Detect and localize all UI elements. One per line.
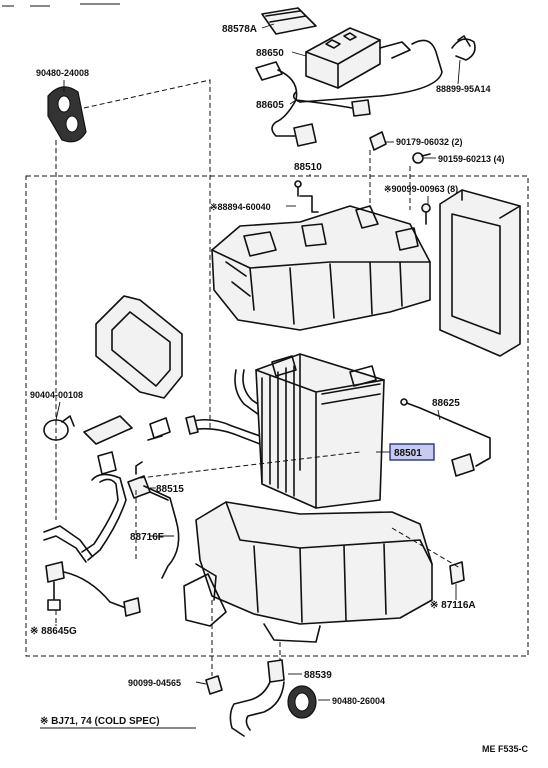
hose-88716f[interactable] (43, 473, 180, 579)
expansion-valve-88515[interactable] (127, 461, 177, 521)
filter-88578a[interactable] (261, 7, 317, 35)
label-88510[interactable]: 88510 (294, 162, 322, 173)
label-88625[interactable]: 88625 (432, 398, 460, 409)
clip-87116a[interactable] (449, 561, 465, 585)
clip-small-left[interactable] (97, 451, 117, 475)
grommet-90480-24008[interactable] (47, 86, 87, 143)
assembly-frame (25, 175, 529, 657)
wire-harness-88605[interactable] (255, 61, 371, 147)
dashed-leaders (55, 79, 461, 676)
label-88899-95a14[interactable]: 88899-95A14 (436, 84, 491, 94)
label-90159-60213[interactable]: 90159-60213 (4) (438, 154, 505, 164)
label-90480-24008[interactable]: 90480-24008 (36, 68, 89, 78)
screw-90159-60213[interactable] (412, 152, 431, 164)
bolt-90099-00963[interactable] (421, 203, 431, 225)
lower-case[interactable] (183, 501, 433, 643)
label-88501[interactable]: 88501 (394, 448, 422, 459)
upper-case-88510[interactable] (211, 205, 431, 331)
drain-hose-88539[interactable] (229, 659, 285, 737)
label-87116a[interactable]: ※ 87116A (430, 600, 476, 611)
clamp-90404-00108[interactable] (43, 415, 75, 441)
cold-spec-note: ※ BJ71, 74 (COLD SPEC) (40, 716, 160, 727)
label-88650[interactable]: 88650 (256, 48, 284, 59)
label-90099-04565[interactable]: 90099-04565 (128, 678, 181, 688)
top-edge-mark (2, 3, 120, 7)
bracket-88894-60040[interactable] (294, 180, 319, 213)
screw-90179-06032[interactable] (369, 131, 387, 151)
label-90179-06032[interactable]: 90179-06032 (2) (396, 137, 463, 147)
label-88515[interactable]: 88515 (156, 484, 184, 495)
grommet-90480-26004[interactable] (287, 685, 317, 719)
figure-code: ME F535-C (482, 744, 529, 754)
evaporator-core-88501[interactable] (255, 353, 385, 509)
label-90480-26004[interactable]: 90480-26004 (332, 696, 385, 706)
solid-leaders (55, 23, 461, 701)
label-88716f[interactable]: 88716F (130, 532, 164, 543)
label-90099-00963[interactable]: ※90099-00963 (8) (384, 184, 458, 194)
pad-insulator[interactable] (83, 415, 133, 445)
label-88605[interactable]: 88605 (256, 100, 284, 111)
label-88894-60040[interactable]: ※88894-60040 (210, 202, 271, 212)
switch-88645g[interactable] (45, 561, 141, 617)
highlight-box-88501 (389, 443, 435, 461)
thermistor-88625[interactable] (400, 398, 491, 477)
part-labels: 88578A 88650 90480-24008 88605 88899-95A… (30, 24, 505, 706)
label-88645g[interactable]: ※ 88645G (30, 626, 77, 637)
label-88578a[interactable]: 88578A (222, 24, 257, 35)
clip-88899-95a14[interactable] (451, 35, 476, 61)
amplifier-88650[interactable] (292, 27, 443, 103)
gasket-frame-right[interactable] (439, 189, 521, 357)
screw-90099-04565[interactable] (205, 675, 223, 695)
pipe-assembly[interactable] (185, 369, 273, 445)
gasket-frame-left[interactable] (95, 295, 183, 399)
label-90404-00108[interactable]: 90404-00108 (30, 390, 83, 400)
label-88539[interactable]: 88539 (304, 670, 332, 681)
clip-small-center[interactable] (147, 417, 171, 441)
